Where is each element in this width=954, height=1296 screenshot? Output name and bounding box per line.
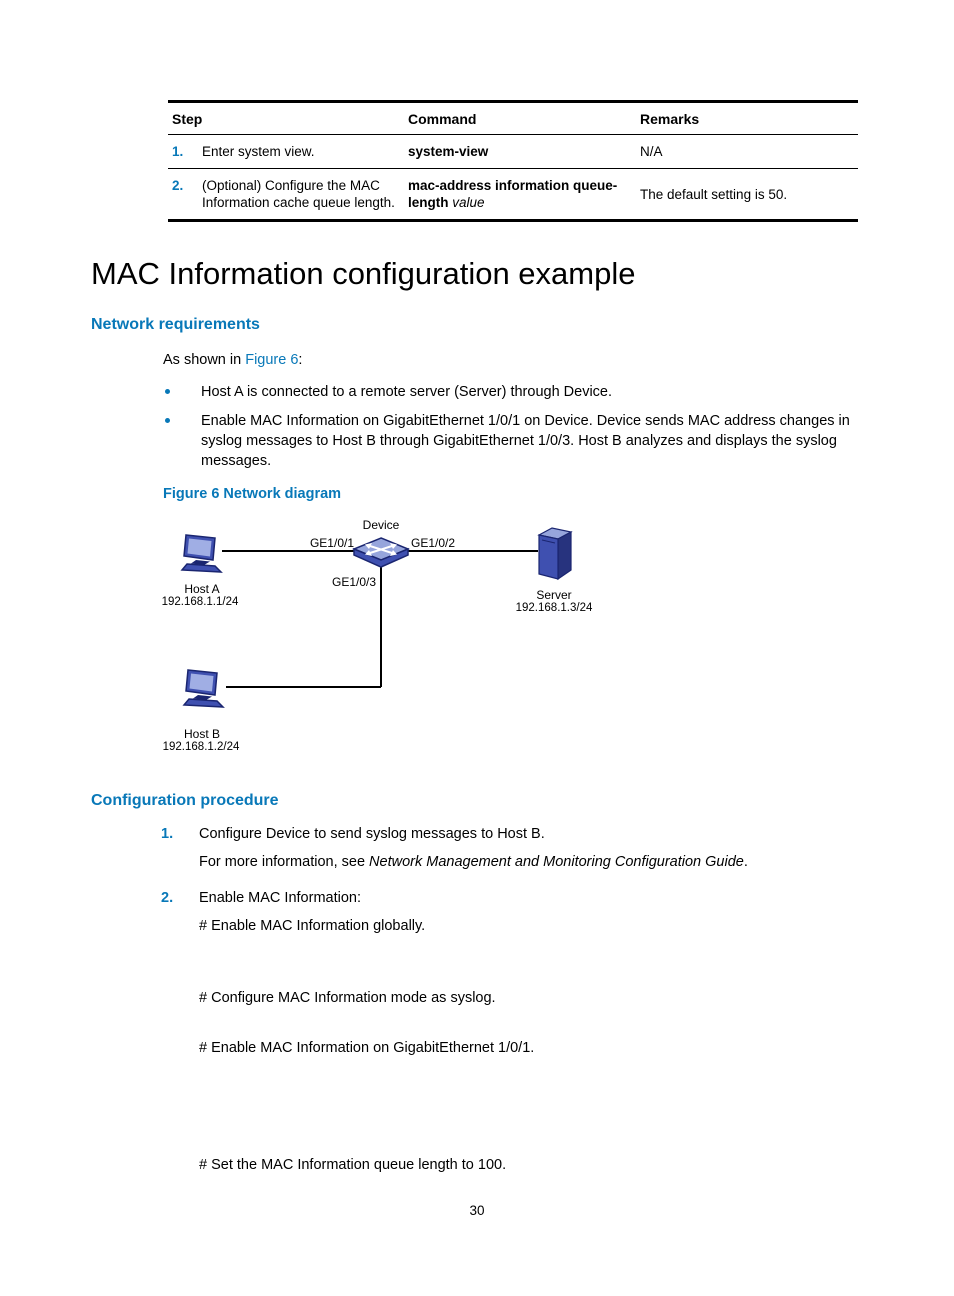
bullet-icon [165,418,170,423]
table-row: 1. Enter system view. system-view N/A [168,135,858,169]
code-comment: # Configure MAC Information mode as sysl… [199,990,496,1006]
step-number: 2. [172,178,184,193]
remarks-cell: The default setting is 50. [636,168,858,221]
procedure-steps: 1. Configure Device to send syslog messa… [161,824,860,1183]
step-text: Enter system view. [202,144,315,159]
network-diagram: Device GE1/0/1 GE1/0/2 GE1/0/3 [0,506,954,768]
host-a-label: Host A [184,582,220,596]
server-icon [536,526,574,582]
col-header-command: Command [404,101,636,135]
server-ip: 192.168.1.3/24 [515,602,593,614]
remarks-cell: N/A [640,144,663,159]
command-text: system-view [408,144,489,159]
code-comment: # Set the MAC Information queue length t… [199,1157,507,1173]
bullet-icon [165,389,170,394]
step-text: Configure Device to send syslog messages… [199,826,545,842]
device-switch-icon [352,536,410,572]
procedure-step: 1. Configure Device to send syslog messa… [161,824,860,880]
list-item: Enable MAC Information on GigabitEtherne… [163,411,860,471]
device-label: Device [362,518,400,532]
step-body: Configure Device to send syslog messages… [199,824,860,880]
section-heading-network-requirements: Network requirements [91,316,260,333]
command-cell: system-view [404,135,636,169]
figure-caption: Figure 6 Network diagram [163,486,342,502]
port-label-ge101: GE1/0/1 [309,536,354,550]
step-number: 2. [161,890,174,906]
command-argument: value [448,195,485,210]
step-number: 1. [172,144,184,159]
host-b-computer-icon [181,667,227,711]
procedure-step: 2. Enable MAC Information: # Enable MAC … [161,888,860,1183]
bullet-text: Host A is connected to a remote server (… [201,384,613,400]
spacer [199,1016,860,1038]
code-comment: # Enable MAC Information on GigabitEther… [199,1040,535,1056]
intro-suffix: : [298,352,303,368]
page-title: MAC Information configuration example [91,256,636,291]
page-number: 30 [469,1203,485,1218]
port-label-ge102: GE1/0/2 [411,536,456,550]
command-text: mac-address information queue-length [408,178,618,210]
table-row: 2. (Optional) Configure the MAC Informat… [168,168,858,221]
code-comment: # Enable MAC Information globally. [199,918,426,934]
command-cell: mac-address information queue-length val… [404,168,636,221]
spacer [199,944,860,988]
port-label-ge103: GE1/0/3 [332,575,377,589]
step-cell: 2. (Optional) Configure the MAC Informat… [168,168,404,221]
section-heading-configuration-procedure: Configuration procedure [91,792,279,809]
server-label: Server [536,588,572,602]
connection-lines [222,550,538,688]
command-table: Step Command Remarks 1. Enter system vie… [168,100,858,222]
book-title: Network Management and Monitoring Config… [369,854,744,870]
host-a-ip: 192.168.1.1/24 [161,596,239,608]
col-header-step: Step [168,101,404,135]
step-number: 1. [161,826,174,842]
host-a-computer-icon [179,532,225,576]
step-text: Enable MAC Information: [199,890,361,906]
col-header-remarks: Remarks [636,101,858,135]
step-text: (Optional) Configure the MAC Information… [202,178,395,210]
bullet-text: Enable MAC Information on GigabitEtherne… [201,413,850,469]
host-b-label: Host B [183,727,221,741]
spacer [199,1066,860,1155]
step-body: Enable MAC Information: # Enable MAC Inf… [199,888,860,1183]
step-note: For more information, see Network Manage… [199,854,748,870]
table-header-row: Step Command Remarks [168,101,858,135]
intro-prefix: As shown in [163,352,246,368]
host-b-ip: 192.168.1.2/24 [162,741,240,753]
list-item: Host A is connected to a remote server (… [163,382,860,402]
figure-6-link[interactable]: Figure 6 [245,352,299,368]
requirements-bullet-list: Host A is connected to a remote server (… [163,382,860,471]
intro-paragraph: As shown in Figure 6: [163,350,860,370]
step-cell: 1. Enter system view. [168,135,404,169]
